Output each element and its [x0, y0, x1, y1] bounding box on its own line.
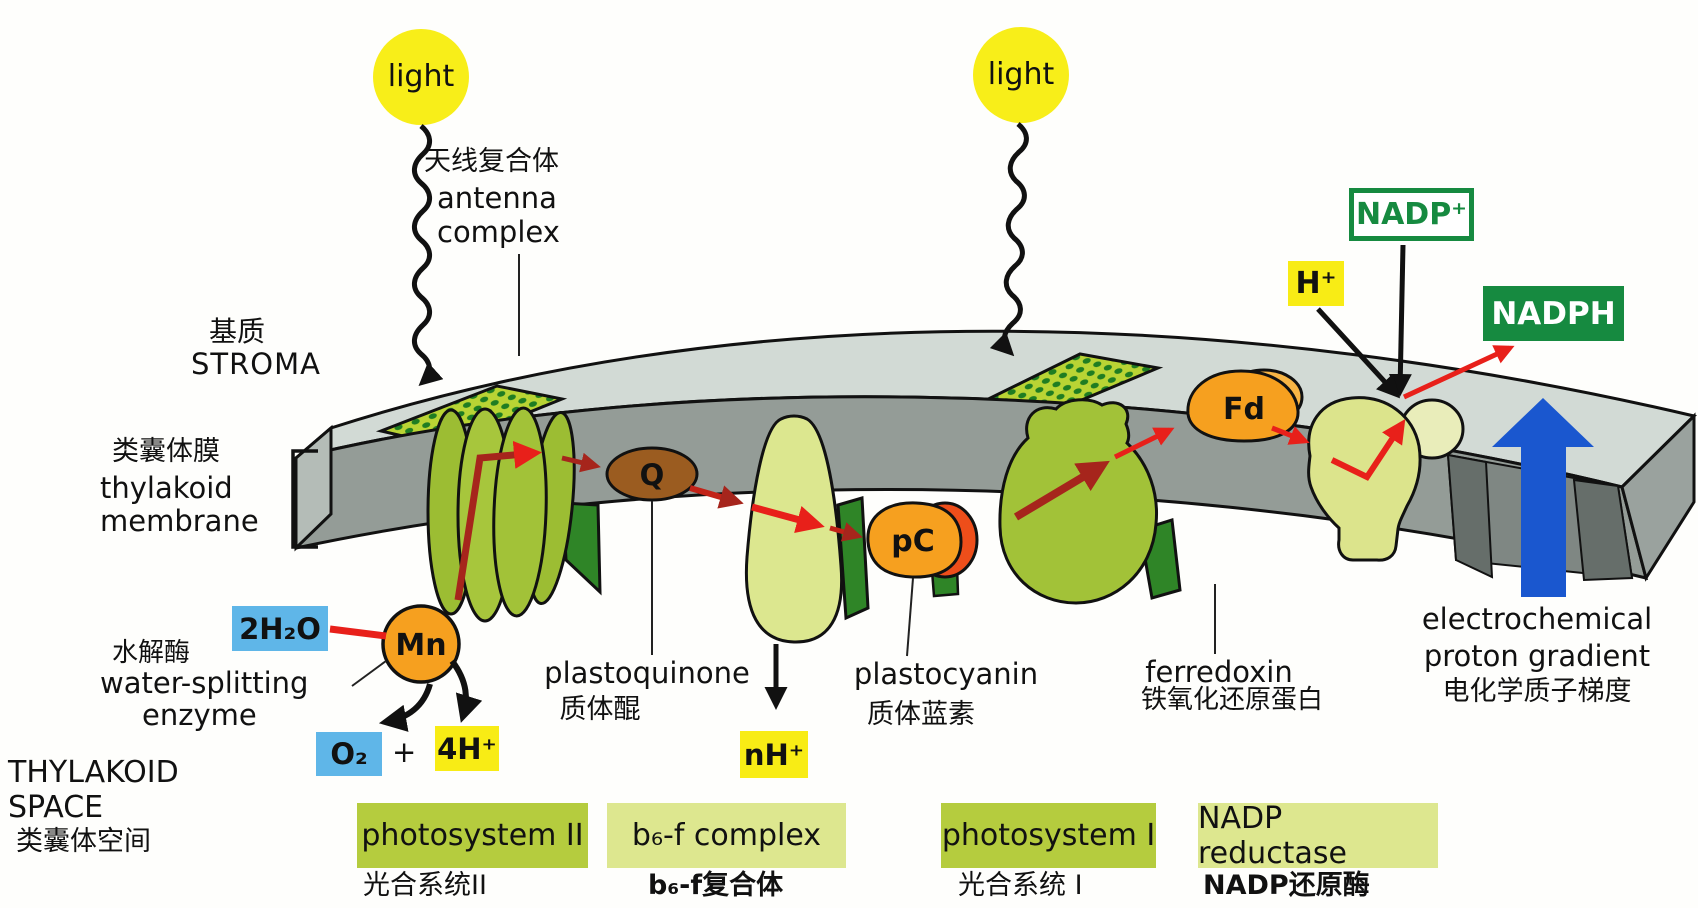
plastoquinone-label-zh: 质体醌: [559, 694, 641, 725]
photosystem-ii-chip: photosystem II: [357, 803, 588, 868]
thylakoid-membrane-bracket: [291, 449, 318, 549]
ferredoxin-shape: [1186, 369, 1300, 443]
water-splitting-label-zh: 水解酶: [112, 638, 191, 668]
h2o-chip: 2H₂O: [232, 606, 328, 651]
b6f-dark-green-lobe: [836, 496, 870, 621]
red-arrow-b6f-to-pc: [829, 522, 863, 542]
nadph-chip: NADPH: [1483, 286, 1624, 341]
nadp-plus-chip: NADP⁺: [1349, 188, 1474, 241]
red-arrow-through-b6f: [751, 503, 825, 533]
red-arrow-psi-to-fd: [1113, 427, 1175, 460]
mn-symbol: Mn: [395, 628, 447, 663]
thylakoid-membrane-label-en-1: thylakoid: [100, 471, 233, 505]
o2-chip: O₂: [316, 732, 382, 776]
pc-symbol: pC: [891, 524, 935, 559]
light-circle-1: [373, 29, 469, 125]
plastocyanin-leader-line: [906, 577, 914, 657]
red-arrow-q-to-b6f: [689, 485, 744, 509]
stroma-label-en: STROMA: [191, 347, 321, 381]
nh-chip: nH⁺: [740, 731, 808, 778]
4h-chip: 4H⁺: [435, 726, 499, 771]
thylakoid-space-label-en-2: SPACE: [8, 790, 104, 825]
plastocyanin-label-zh: 质体蓝素: [867, 699, 975, 730]
membrane-slot-right-wall: [1572, 478, 1634, 582]
fd-symbol: Fd: [1223, 392, 1265, 427]
nadp-reductase-label-zh: NADP还原酶: [1203, 870, 1370, 901]
red-arrow-fd-to-reductase: [1271, 425, 1310, 445]
membrane-slot-left-wall: [1446, 453, 1494, 579]
b6f-complex-shape: [744, 414, 844, 644]
h-plus-chip: H⁺: [1288, 261, 1344, 306]
water-splitting-label-en-1: water-splitting: [100, 666, 309, 700]
thylakoid-space-label-en-1: THYLAKOID: [8, 755, 179, 790]
nadp-reductase-chip: NADP reductase: [1198, 801, 1438, 871]
ferredoxin-label-en: ferredoxin: [1145, 655, 1293, 689]
thylakoid-membrane-label-zh: 类囊体膜: [112, 436, 220, 467]
light-label-2: light: [987, 57, 1055, 92]
q-symbol: Q: [639, 458, 665, 492]
proton-gradient-arrow: [1492, 398, 1594, 597]
red-arrow-through-psii: [454, 440, 542, 601]
black-arrow-mn-to-o2: [378, 683, 433, 732]
plastoquinone-label-en: plastoquinone: [544, 656, 750, 690]
light-ray-wavy-arrow-2: [989, 122, 1029, 357]
gradient-label-en-2: proton gradient: [1423, 639, 1651, 673]
red-arrow-through-reductase: [1330, 418, 1406, 481]
light-ray-wavy-arrow-1: [412, 124, 444, 387]
light-circle-2: [973, 27, 1069, 123]
black-arrow-nadp-down: [1388, 244, 1412, 397]
plastocyanin-label-en: plastocyanin: [853, 657, 1039, 691]
plastocyanin-shape: [866, 501, 963, 579]
water-splitting-leader-line: [351, 660, 387, 687]
photosystem-i-chip: photosystem I: [941, 803, 1156, 868]
ferredoxin-label-zh: 铁氧化还原蛋白: [1140, 685, 1323, 715]
antenna-label-en-2: complex: [437, 215, 560, 249]
plastoquinone-shape: [605, 446, 699, 502]
antenna-label-zh: 天线复合体: [424, 146, 559, 177]
water-splitting-label-en-2: enzyme: [142, 698, 257, 732]
thylakoid-membrane-label-en-2: membrane: [100, 504, 259, 538]
red-arrow-through-psi: [1013, 460, 1110, 521]
b6f-complex-label-zh: b₆-f复合体: [648, 870, 784, 901]
antenna-label-en-1: antenna: [437, 181, 557, 215]
photosystem-i-shape: [998, 398, 1159, 605]
stroma-label-zh: 基质: [209, 315, 266, 348]
photosystem-ii-label-zh: 光合系统II: [363, 870, 487, 901]
membrane-left-end-face: [294, 424, 333, 552]
red-arrow-to-nadph: [1402, 345, 1515, 400]
membrane-right-end-face: [1620, 412, 1696, 582]
red-line-2h2o-to-mn: [329, 625, 387, 640]
gradient-label-en-1: electrochemical: [1421, 602, 1653, 636]
red-arrow-psii-to-q: [561, 452, 601, 473]
mn-enzyme-shape: [381, 604, 461, 684]
light-label-1: light: [387, 59, 455, 94]
photosystem-ii-shape: [426, 406, 576, 623]
gradient-label-zh: 电化学质子梯度: [1442, 676, 1632, 707]
photosystem-i-label-zh: 光合系统 I: [958, 870, 1083, 901]
black-arrow-mn-to-4h: [449, 659, 483, 723]
plus-sign: +: [392, 735, 417, 769]
thylakoid-space-label-zh: 类囊体空间: [16, 826, 151, 857]
black-arrow-hplus-down: [1316, 307, 1401, 399]
b6f-complex-chip: b₆-f complex: [607, 803, 846, 868]
